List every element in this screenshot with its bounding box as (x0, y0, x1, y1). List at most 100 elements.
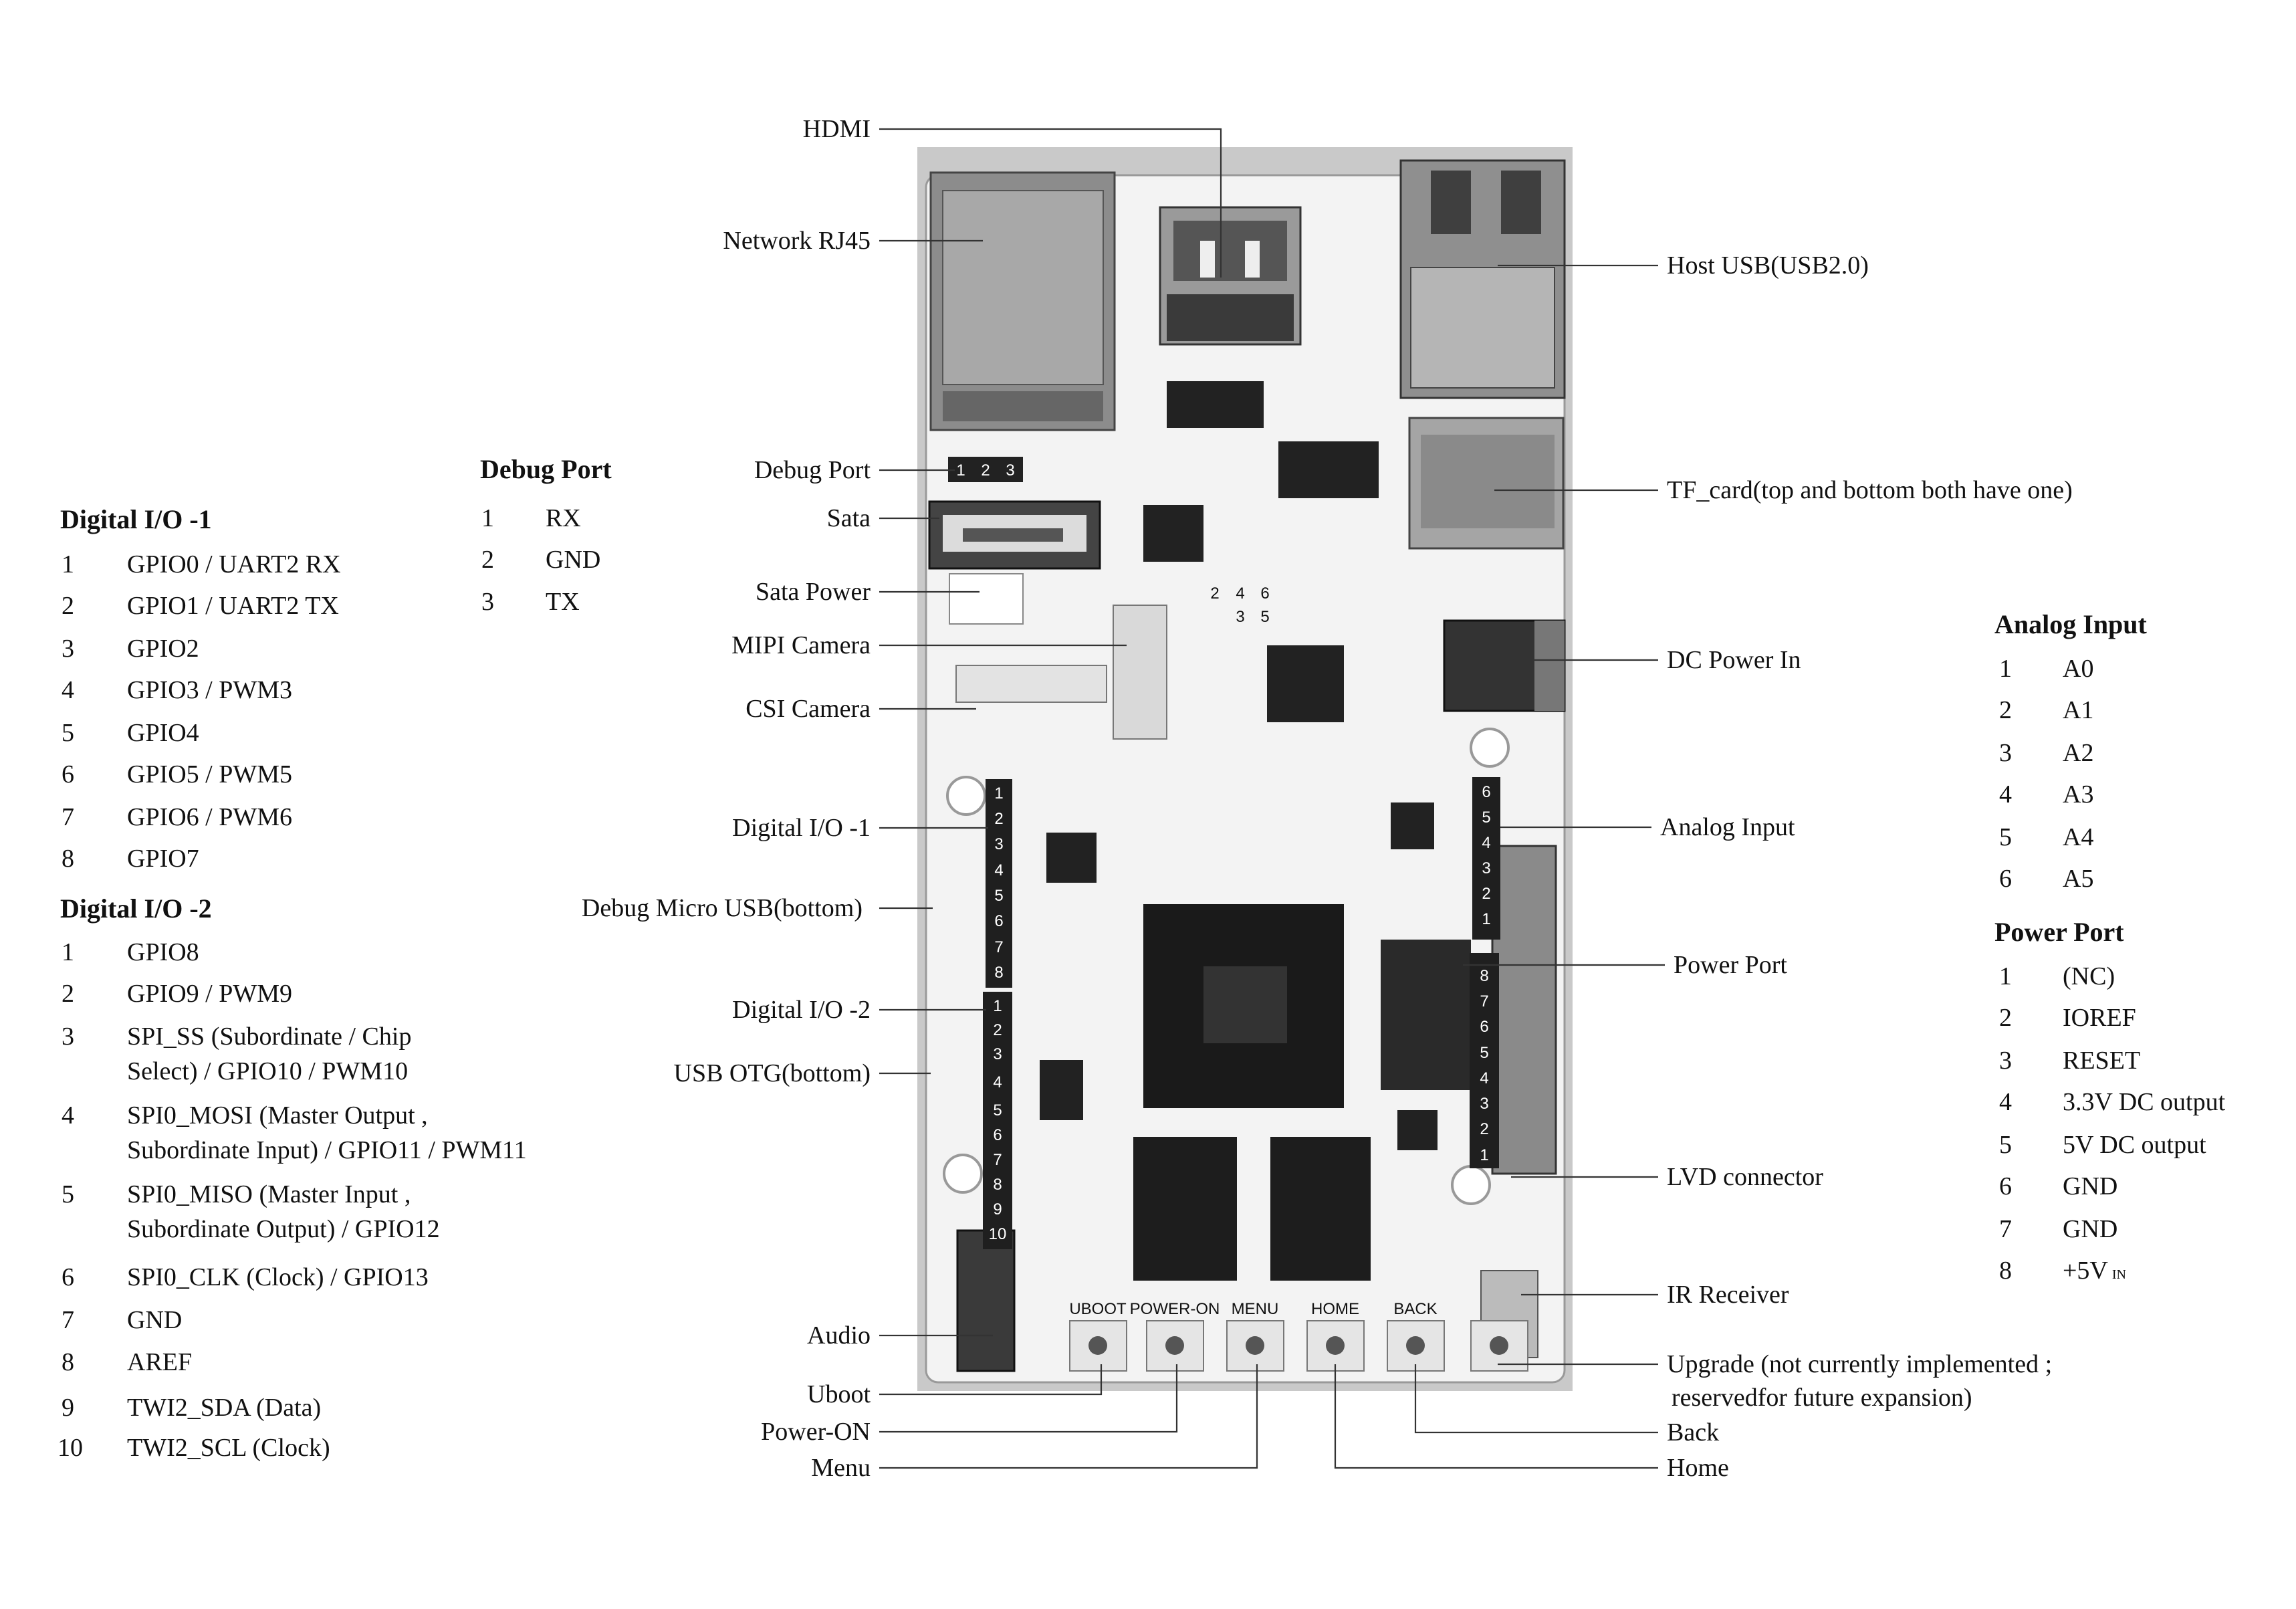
svg-text:5: 5 (993, 1101, 1002, 1119)
table-row-num: 4 (1999, 780, 2012, 809)
callout-usb-otg: USB OTG(bottom) (674, 1059, 871, 1087)
left-callouts: HDMI Network RJ45 Debug Port Sata Sata P… (582, 115, 871, 1482)
memory-chip (1270, 1137, 1371, 1281)
svg-text:6: 6 (1260, 584, 1269, 603)
callout-upgrade-line-1: Upgrade (not currently implemented ; (1667, 1350, 2052, 1378)
svg-text:4: 4 (1480, 1069, 1488, 1087)
svg-text:10: 10 (989, 1225, 1007, 1243)
table-row-label: RX (546, 504, 581, 532)
svg-text:3: 3 (993, 1045, 1002, 1063)
callout-hdmi: HDMI (803, 115, 871, 143)
mounting-hole (943, 1154, 983, 1194)
callout-uboot: Uboot (807, 1380, 871, 1408)
sata-connector (928, 500, 1101, 570)
table-row-num: 3 (62, 635, 74, 663)
svg-text:8: 8 (1480, 967, 1488, 985)
pin-label: 3 (1006, 461, 1014, 479)
audio-jack (956, 1229, 1016, 1372)
table-row-num: 3 (62, 1023, 74, 1051)
svg-text:5: 5 (1260, 608, 1269, 626)
mounting-hole (946, 776, 986, 816)
ic-chip (1267, 645, 1344, 722)
table-row-label: +5V IN (2063, 1257, 2126, 1285)
table-row-label: A0 (2063, 655, 2093, 683)
table-row-num: 5 (62, 719, 74, 747)
main-processor (1143, 904, 1344, 1108)
callout-analog-input: Analog Input (1660, 813, 1795, 841)
table-row-label: RESET (2063, 1047, 2140, 1075)
callout-debug-micro-usb: Debug Micro USB(bottom) (582, 894, 863, 922)
callout-digital-io-2: Digital I/O -2 (732, 996, 871, 1024)
svg-text:5: 5 (994, 887, 1003, 905)
leader-line (879, 1364, 1178, 1433)
table-row-label: IOREF (2063, 1004, 2136, 1032)
hdmi-connector (1159, 206, 1302, 346)
svg-text:1: 1 (994, 784, 1003, 802)
table-row-label: GPIO9 / PWM9 (127, 980, 292, 1008)
table-row-label: A1 (2063, 696, 2093, 724)
ic-chip (1167, 381, 1264, 428)
svg-text:3: 3 (1482, 859, 1490, 877)
table-row-num: 7 (1999, 1215, 2012, 1243)
button-silk-label: POWER-ON (1130, 1300, 1220, 1318)
svg-text:2: 2 (1480, 1120, 1488, 1138)
callout-power-on: Power-ON (761, 1418, 871, 1446)
pin-label: 1 (956, 461, 965, 479)
table-row-label: GPIO5 / PWM5 (127, 760, 292, 788)
debug-header: 1 2 3 (948, 457, 1023, 482)
table-row-num: 1 (481, 504, 494, 532)
table-row-label: GPIO7 (127, 845, 199, 873)
table-row-num: 8 (1999, 1257, 2012, 1285)
callout-lvd-connector: LVD connector (1667, 1163, 1823, 1191)
svg-text:3: 3 (1480, 1095, 1488, 1113)
button-silk-label: MENU (1232, 1300, 1279, 1318)
table-row-label: SPI0_CLK (Clock) / GPIO13 (127, 1263, 429, 1291)
table-row-num: 7 (62, 803, 74, 831)
power-label-subscript: IN (2112, 1267, 2126, 1282)
table-row-label: GND (2063, 1172, 2117, 1200)
ic-chip (1046, 833, 1097, 883)
power-label: +5V (2063, 1257, 2108, 1285)
svg-text:7: 7 (1480, 992, 1488, 1010)
svg-text:1: 1 (1480, 1146, 1488, 1164)
svg-text:2: 2 (1210, 584, 1219, 603)
table-row-label: GPIO1 / UART2 TX (127, 592, 339, 620)
csi-camera-connector (955, 665, 1107, 703)
table-row-num: 8 (62, 845, 74, 873)
dc-power-jack (1443, 619, 1566, 712)
table-row-num: 7 (62, 1306, 74, 1334)
tf-card-slot (1408, 417, 1565, 550)
table-row-num: 5 (1999, 1131, 2012, 1159)
table-row-num: 6 (62, 1263, 74, 1291)
digital-io-1-header: 1 2 3 4 5 6 7 8 (986, 779, 1012, 988)
pin-label: 2 (981, 461, 990, 479)
ic-chip (1397, 1110, 1438, 1150)
table-row-num: 4 (62, 1101, 74, 1130)
host-usb-connector (1399, 159, 1566, 399)
svg-text:9: 9 (993, 1200, 1002, 1218)
callout-upgrade-line-2: reservedfor future expansion) (1672, 1384, 1972, 1412)
table-row-num: 9 (62, 1394, 74, 1422)
table-row-label: A2 (2063, 739, 2093, 767)
svg-text:3: 3 (994, 835, 1003, 853)
callout-mipi-camera: MIPI Camera (731, 631, 871, 659)
button-silk-label: BACK (1393, 1300, 1437, 1318)
table-row-label: 5V DC output (2063, 1131, 2206, 1159)
table-row-num: 5 (1999, 823, 2012, 851)
table-row-label: TX (546, 588, 580, 616)
memory-chip (1133, 1137, 1237, 1281)
table-row-num: 2 (481, 546, 494, 574)
mounting-hole (1451, 1165, 1491, 1205)
table-row-num: 2 (62, 980, 74, 1008)
dip-switch (1381, 940, 1471, 1090)
svg-text:4: 4 (993, 1073, 1002, 1091)
table-title: Power Port (1994, 917, 2124, 947)
table-row-label: GPIO4 (127, 719, 199, 747)
table-row-num: 2 (1999, 1004, 2012, 1032)
table-row-label: GPIO3 / PWM3 (127, 676, 292, 704)
svg-text:1: 1 (1482, 910, 1490, 928)
callout-sata: Sata (827, 504, 871, 532)
table-row-label: A4 (2063, 823, 2093, 851)
table-row-label: TWI2_SDA (Data) (127, 1394, 321, 1422)
mounting-hole (1470, 728, 1510, 768)
